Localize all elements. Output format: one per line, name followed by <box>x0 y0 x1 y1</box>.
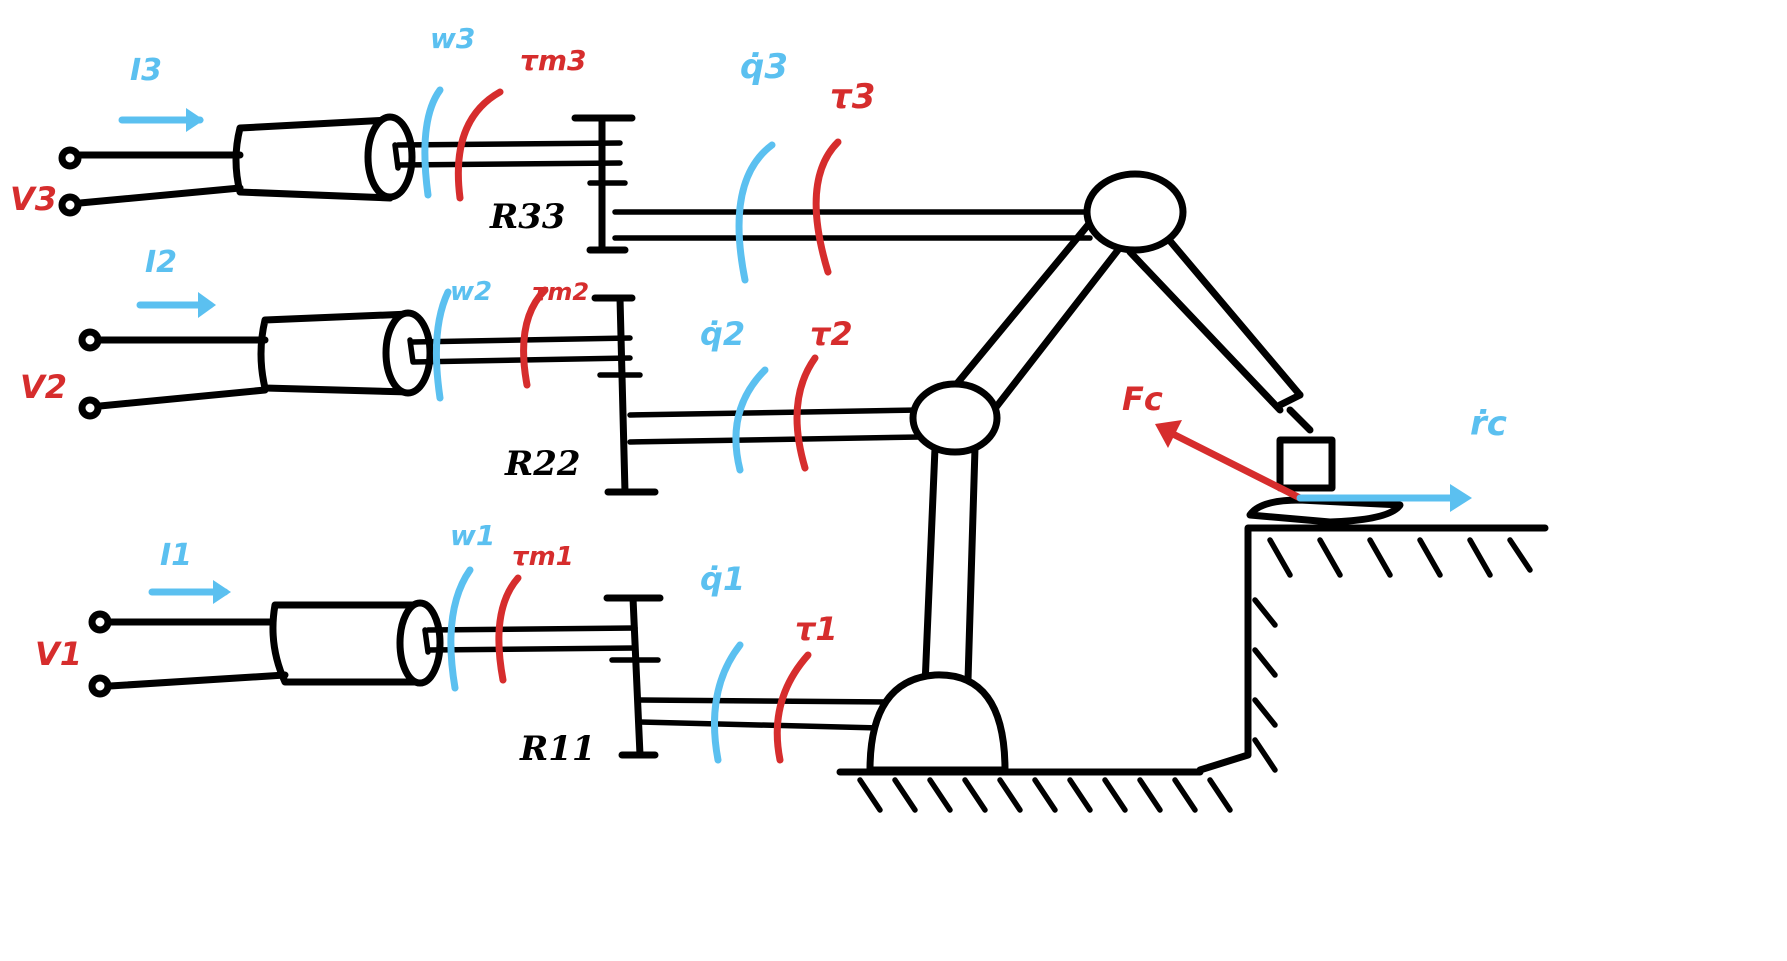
contact-vectors: Fc ṙc <box>1122 380 1507 512</box>
motor-torque-arrow-1 <box>495 574 522 684</box>
contact-force-arrowhead <box>1155 420 1182 448</box>
voltage-label-3: V3 <box>10 180 57 218</box>
arm-link-lower <box>921 444 979 689</box>
motor-speed-label-3: w3 <box>430 22 475 55</box>
current-arrowhead-2 <box>198 292 216 318</box>
joint-velocity-label-1: q̇1 <box>700 560 745 598</box>
end-effector <box>1276 436 1336 492</box>
motor-1-face <box>396 599 444 687</box>
terminal-1b <box>88 674 112 698</box>
joint-velocity-label-2: q̇2 <box>700 315 745 353</box>
motor-3-body <box>232 116 394 202</box>
current-arrowhead-1 <box>213 580 231 604</box>
motor-2-body <box>257 310 414 396</box>
actuator-2: V2 I2 w2 τm2 R22 q̇2 τ2 <box>20 245 923 496</box>
robot-arm <box>866 170 1404 774</box>
gear-2 <box>591 294 659 496</box>
contact-force-arrow <box>1161 426 1304 502</box>
link-shaft-1 <box>637 697 893 731</box>
joint-1-base <box>866 671 1009 774</box>
motor-1-shaft <box>422 625 638 655</box>
terminal-2b <box>78 396 102 420</box>
terminal-3a <box>58 146 82 170</box>
voltage-label-1: V1 <box>35 635 82 673</box>
joint-torque-arrow-2 <box>793 354 819 472</box>
joint-velocity-arrow-1 <box>711 641 744 764</box>
wall-hatching <box>1252 597 1278 773</box>
wire-1b <box>106 671 289 690</box>
actuator-3: V3 I3 w3 τm3 R33 q̇3 τ3 <box>10 22 1093 284</box>
motor-1-body <box>269 601 419 686</box>
wall-surface <box>1196 524 1549 774</box>
motor-speed-arrow-2 <box>432 288 452 402</box>
current-arrowhead-3 <box>186 108 204 132</box>
joint-3-hub <box>1083 170 1187 254</box>
motor-torque-label-1: τm1 <box>512 542 574 572</box>
arm-link-forearm <box>1126 231 1304 414</box>
motor-speed-label-1: w1 <box>450 519 495 552</box>
wire-2b <box>96 386 269 410</box>
motor-3-shaft <box>392 140 623 171</box>
joint-torque-arrow-3 <box>812 138 842 276</box>
link-shaft-3 <box>612 209 1093 241</box>
current-label-1: I1 <box>160 538 192 573</box>
surface-hatching <box>1267 537 1533 578</box>
voltage-label-2: V2 <box>20 368 67 406</box>
gear-label-1: R11 <box>519 729 596 769</box>
motor-speed-label-2: w2 <box>450 277 492 307</box>
motor-torque-arrow-2 <box>520 286 549 389</box>
motor-3-face <box>364 113 416 201</box>
wrist <box>1276 391 1314 434</box>
joint-torque-label-3: τ3 <box>830 77 875 117</box>
motor-speed-arrow-1 <box>447 566 474 692</box>
joint-velocity-label-3: q̇3 <box>740 47 788 87</box>
motor-2-shaft <box>407 335 633 365</box>
current-label-3: I3 <box>130 53 162 88</box>
joint-torque-label-1: τ1 <box>795 610 838 648</box>
motor-torque-label-3: τm3 <box>520 44 587 77</box>
ground <box>836 524 1549 813</box>
ground-hatching <box>857 777 1233 813</box>
motor-2-face <box>382 309 434 397</box>
current-label-2: I2 <box>145 245 177 280</box>
joint-torque-arrow-1 <box>773 651 812 764</box>
gear-label-2: R22 <box>504 444 581 484</box>
gear-label-3: R33 <box>489 197 566 237</box>
arm-link-upper <box>946 221 1122 419</box>
terminal-1a <box>88 610 112 634</box>
gear-1 <box>603 594 664 759</box>
joint-2-hub <box>909 380 1001 456</box>
tool-velocity-label: ṙc <box>1470 404 1507 444</box>
contact-force-label: Fc <box>1122 380 1163 418</box>
joint-velocity-arrow-2 <box>732 366 769 474</box>
tool-velocity-arrowhead <box>1450 484 1472 512</box>
terminal-2a <box>78 328 102 352</box>
tool-plate <box>1246 496 1404 526</box>
joint-torque-label-2: τ2 <box>810 315 853 353</box>
link-shaft-2 <box>627 407 923 445</box>
motor-torque-arrow-3 <box>454 88 504 202</box>
joint-velocity-arrow-3 <box>735 141 776 284</box>
wire-3b <box>76 184 244 207</box>
motor-speed-arrow-3 <box>421 86 444 199</box>
actuator-1: V1 I1 w1 τm1 R11 q̇1 τ1 <box>35 519 893 769</box>
terminal-3b <box>58 193 82 217</box>
